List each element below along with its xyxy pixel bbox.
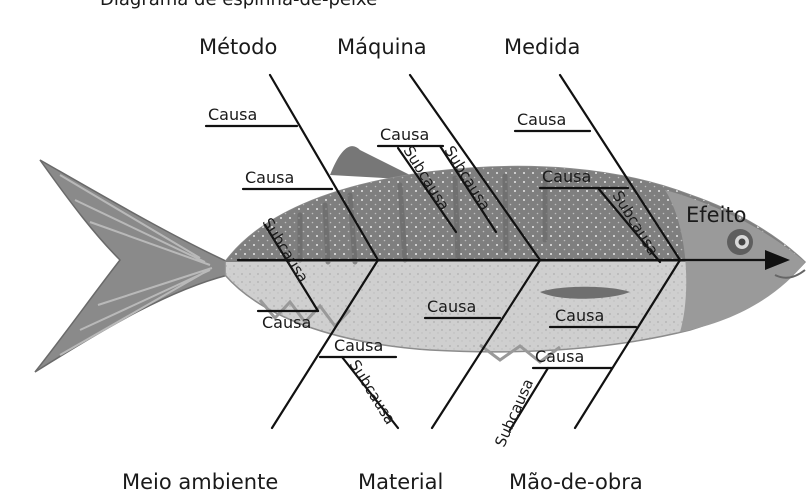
cause-label: Causa (517, 110, 566, 129)
cause-label: Causa (208, 105, 257, 124)
category-medida: Medida (504, 35, 580, 59)
effect-label: Efeito (686, 203, 747, 227)
category-metodo: Método (199, 35, 277, 59)
subcause-label: Subcausa (346, 357, 400, 428)
category-material: Material (358, 470, 443, 494)
subcause-label: Subcausa (491, 376, 537, 450)
tail-fin (35, 160, 228, 372)
cause-label: Causa (542, 167, 591, 186)
cause-label: Causa (535, 347, 584, 366)
category-meio-ambiente: Meio ambiente (122, 470, 278, 494)
cause-label: Causa (334, 336, 383, 355)
cause-label: Causa (555, 306, 604, 325)
cause-label: Causa (245, 168, 294, 187)
cause-label: Causa (427, 297, 476, 316)
cause-label: Causa (262, 313, 311, 332)
category-maquina: Máquina (337, 35, 427, 59)
category-mao-de-obra: Mão-de-obra (509, 470, 643, 494)
cause-label: Causa (380, 125, 429, 144)
header-fragment: Diagrama de espinha-de-peixe (100, 0, 377, 10)
